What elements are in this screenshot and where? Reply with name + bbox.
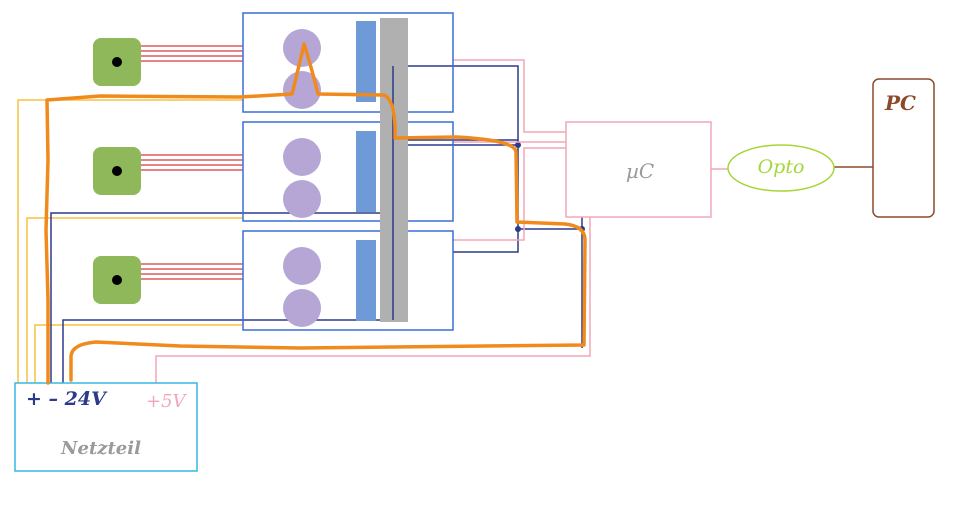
junction-dot: [515, 226, 521, 232]
motor-2: [93, 147, 141, 195]
optocoupler: Opto: [727, 144, 835, 192]
junction-dot: [515, 142, 521, 148]
motor-3: [93, 256, 141, 304]
pc-box: PC: [872, 78, 935, 218]
microcontroller-box: µC: [565, 121, 712, 218]
motor-wires: [141, 45, 243, 280]
psu-24v-label: + – 24V: [26, 388, 108, 410]
driver-board-1: [242, 12, 454, 113]
orange-current-loop: [44, 42, 587, 385]
yellow-wires: [17, 99, 243, 383]
driver-board-2: [242, 121, 454, 222]
driver-board-3: [242, 230, 454, 331]
mcu-label: µC: [626, 159, 654, 183]
opto-label: Opto: [758, 156, 805, 178]
heatsink-bar: [380, 18, 408, 322]
navy-wires: [50, 65, 583, 383]
psu-5v-label: +5V: [146, 391, 188, 412]
power-supply-box: + – 24V +5V Netzteil: [14, 382, 198, 472]
pc-label: PC: [884, 91, 916, 115]
pink-wires: [155, 59, 728, 383]
psu-name-label: Netzteil: [60, 438, 141, 459]
motor-1: [93, 38, 141, 86]
